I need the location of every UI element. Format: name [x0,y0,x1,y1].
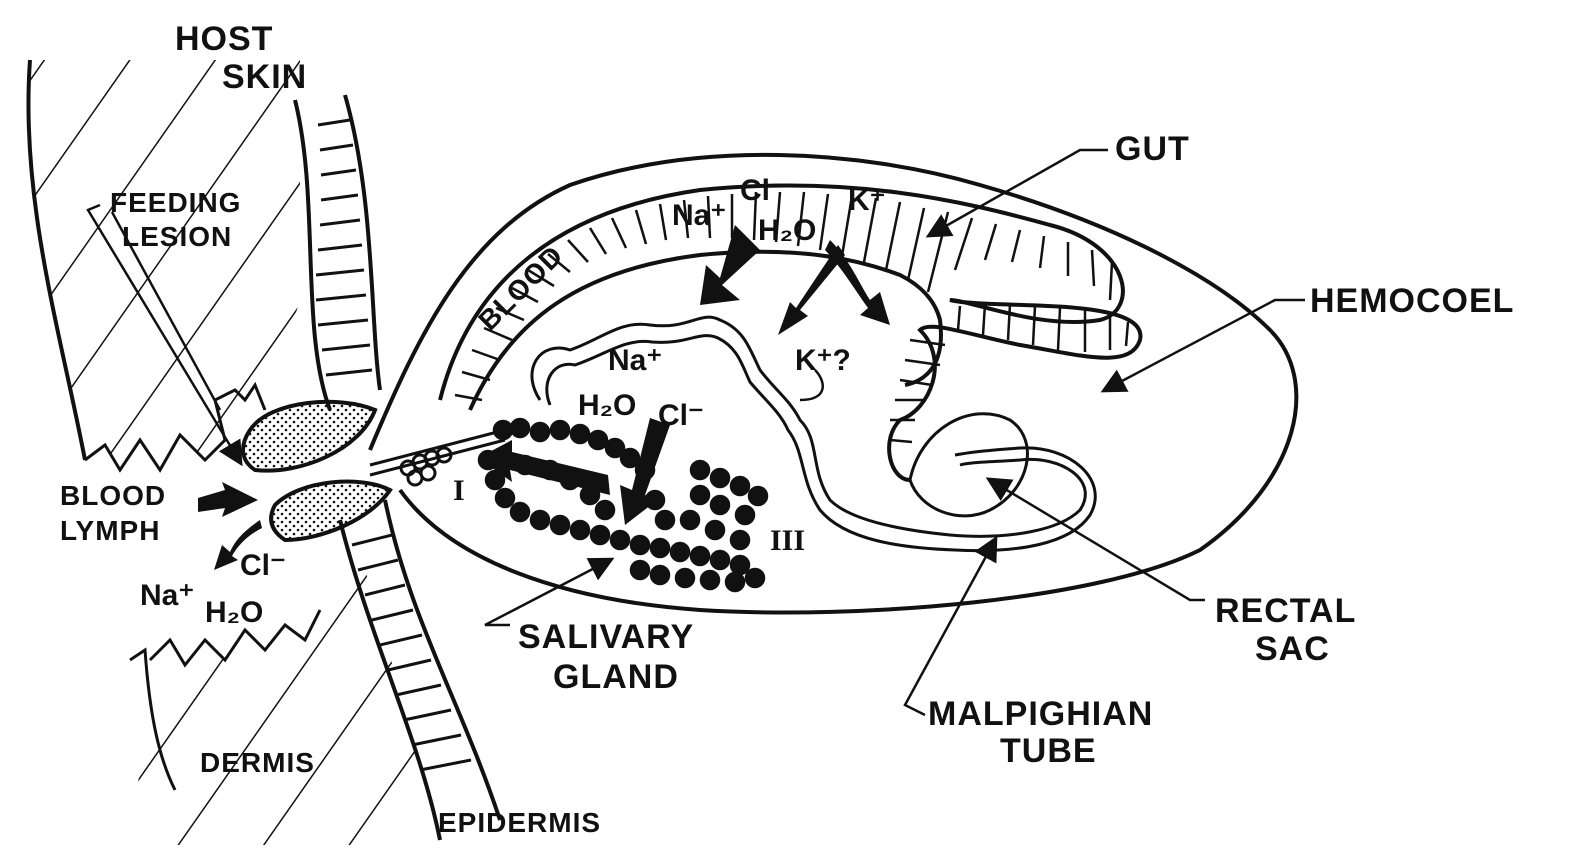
feeding-lesion-label-line1: FEEDING [110,187,241,218]
salivary-gland-label-line2: GLAND [553,658,679,696]
hemocoel-h2o-ion: H₂O [578,389,636,422]
hemocoel-na-ion: Na⁺ [608,344,662,377]
hemocoel-k-ion: K⁺? [795,344,851,377]
hemocoel-label: HEMOCOEL [1310,282,1514,320]
malpighian-tube-label-line1: MALPIGHIAN [928,695,1153,733]
tick-mouthparts [243,402,505,540]
salivary-gland-label-line1: SALIVARY [518,618,694,656]
blood-label: BLOOD [472,239,569,336]
dermis-label: DERMIS [200,747,315,778]
gut-h2o-ion: H₂O [758,214,816,247]
gut-na-ion: Na⁺ [672,199,726,232]
hemocoel-cl-ion: Cl⁻ [658,399,704,432]
skin-cl-ion: Cl⁻ [240,549,286,582]
host-skin-label-line1: HOST [175,20,273,58]
feeding-lesion-label-line2: LESION [122,221,232,252]
blood-lymph-label-line1: BLOOD [60,480,166,511]
blood-lymph-label-line2: LYMPH [60,515,160,546]
host-skin-label-line2: SKIN [222,58,307,96]
gland-type-iii-label: III [770,524,805,557]
gut-k-ion: K⁺ [848,184,886,217]
rectal-sac-label-line2: SAC [1255,630,1330,668]
gland-type-i-label: I [453,474,465,507]
epidermis-label: EPIDERMIS [438,807,601,838]
skin-na-ion: Na⁺ [140,579,194,612]
skin-h2o-ion: H₂O [205,596,263,629]
tick-body [370,155,1296,613]
malpighian-tube-label-line2: TUBE [1000,732,1097,770]
rectal-sac-label-line1: RECTAL [1215,592,1356,630]
gut-label: GUT [1115,130,1190,168]
gut-cl-ion: Cl⁻ [740,174,786,207]
